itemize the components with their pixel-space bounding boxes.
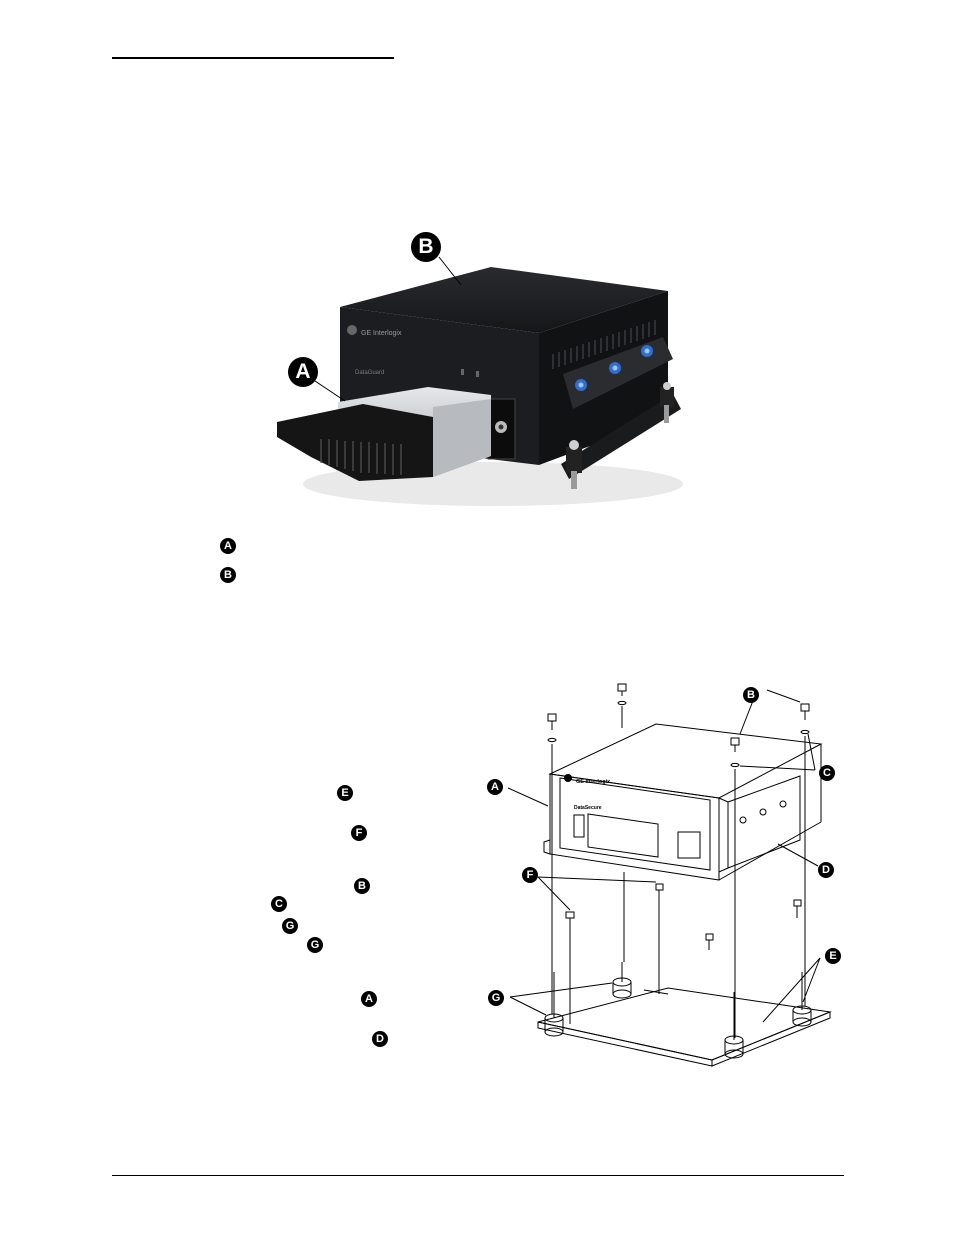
mounting-drawing: GE Interlogix DataSecure	[478, 672, 848, 1077]
drawing-callout-a: A	[487, 779, 503, 795]
drawing-callout-b: B	[743, 687, 759, 703]
text-marker-g1: G	[282, 918, 298, 934]
drawing-callout-g: G	[488, 990, 504, 1006]
footer-rule	[112, 1175, 844, 1176]
photo-callout-b: B	[411, 232, 441, 262]
photo-product-label: DataGuard	[355, 370, 384, 376]
drawing-brand-label: GE Interlogix	[576, 779, 611, 785]
drawing-callout-e: E	[825, 948, 841, 964]
photo-brand-label: GE Interlogix	[361, 330, 402, 337]
legend-marker-a: A	[220, 538, 236, 554]
text-marker-f: F	[351, 825, 367, 841]
text-marker-b: B	[354, 878, 370, 894]
drawing-callout-f: F	[522, 867, 538, 883]
text-marker-a: A	[361, 991, 377, 1007]
drawing-product-label: DataSecure	[574, 805, 602, 811]
text-marker-d: D	[372, 1031, 388, 1047]
photo-callout-a: A	[288, 357, 318, 387]
legend-marker-b: B	[220, 567, 236, 583]
drawing-callout-d: D	[818, 862, 834, 878]
recorder-photo: GE Interlogix DataGuard	[263, 209, 688, 526]
text-marker-c: C	[271, 896, 287, 912]
text-marker-g2: G	[307, 937, 323, 953]
header-rule	[112, 57, 394, 59]
drawing-callout-c: C	[819, 765, 835, 781]
text-marker-e: E	[337, 785, 353, 801]
